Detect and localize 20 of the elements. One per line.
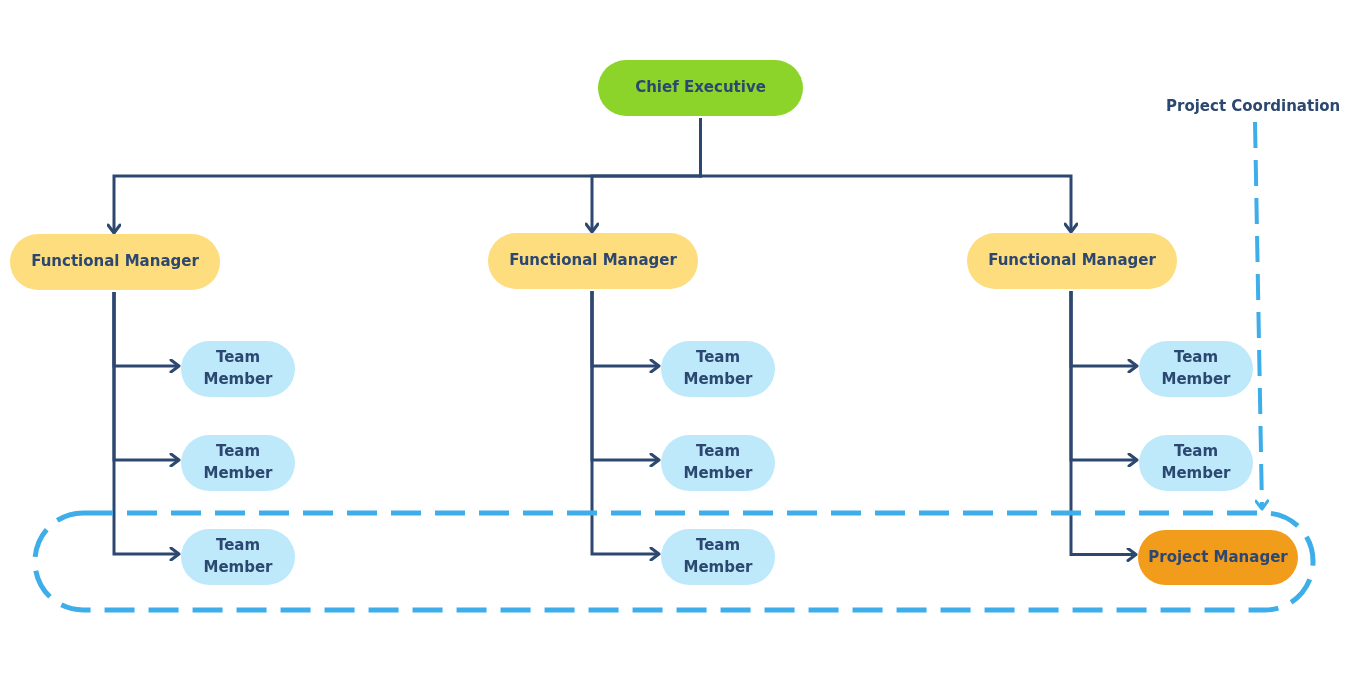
member-box: Team Member [1139, 341, 1253, 397]
arrow [590, 291, 661, 562]
member-box: Team Member [661, 435, 775, 491]
manager-box: Functional Manager [488, 233, 698, 289]
manager-box: Functional Manager [967, 233, 1177, 289]
member-box: Team Member [181, 341, 295, 397]
member-box: Team Member [181, 529, 295, 585]
project-manager-box: Project Manager [1138, 530, 1298, 585]
arrow [699, 118, 1079, 234]
member-box: Team Member [1139, 435, 1253, 491]
member-box: Team Member [661, 529, 775, 585]
arrow [1069, 291, 1138, 562]
member-box: Team Member [181, 435, 295, 491]
arrow [1253, 121, 1270, 511]
dashed-group-outline [35, 513, 1313, 610]
manager-box: Functional Manager [10, 234, 220, 290]
member-box: Team Member [661, 341, 775, 397]
arrow [112, 292, 181, 562]
annotation-text: Project Coordination [1166, 94, 1340, 120]
executive-box: Chief Executive [598, 60, 803, 116]
